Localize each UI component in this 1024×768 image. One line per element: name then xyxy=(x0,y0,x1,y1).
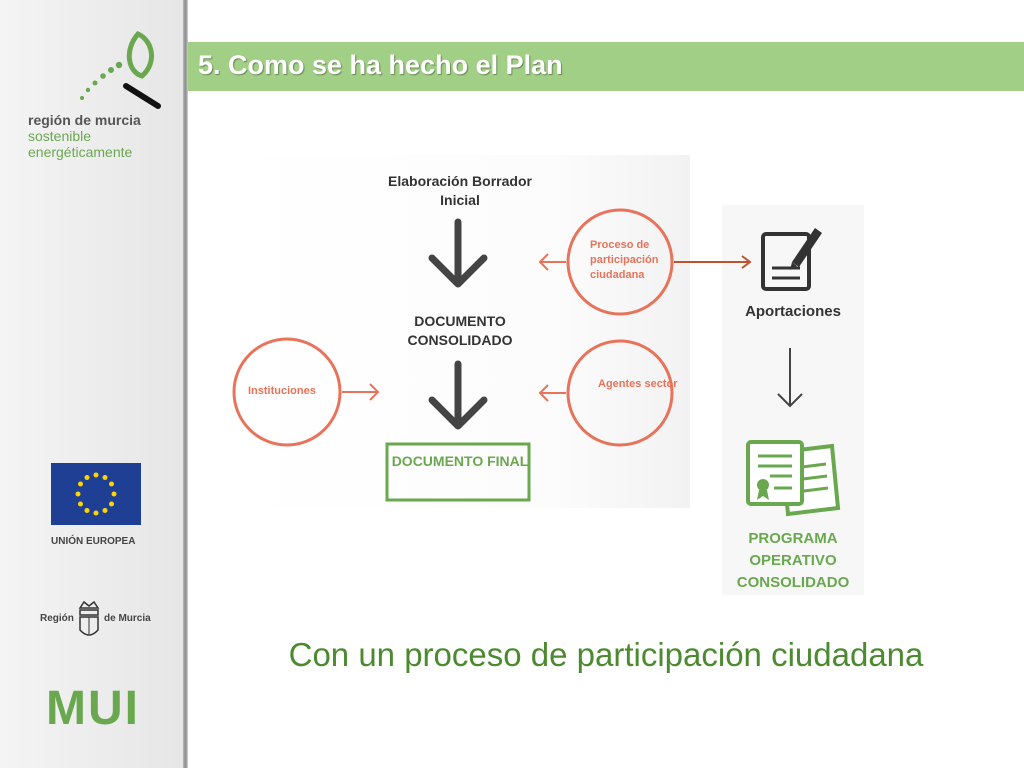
slide-subtitle: Con un proceso de participación ciudadan… xyxy=(288,636,924,673)
eu-label: UNIÓN EUROPEA xyxy=(51,536,136,547)
label-elaboracion: Elaboración Borrador Inicial xyxy=(388,173,532,208)
label-doc-final: DOCUMENTO FINAL xyxy=(391,453,529,469)
circle-proceso xyxy=(566,208,674,316)
certificates-icon xyxy=(746,440,841,517)
arrow-from-proceso xyxy=(538,253,566,271)
arrow-from-agentes xyxy=(538,384,566,402)
brand-line-3: energéticamente xyxy=(28,144,133,160)
label-proceso: Proceso de participación ciudadana xyxy=(590,239,659,281)
label-instituciones: Instituciones xyxy=(248,385,316,397)
brand-text: región de murcia sostenible energéticame… xyxy=(28,112,141,160)
brand-line-1: región de murcia xyxy=(28,112,141,128)
label-agentes: Agentes sector xyxy=(598,378,678,390)
eu-flag-icon xyxy=(51,463,141,525)
arrow-down-3 xyxy=(777,348,803,408)
box-doc-final xyxy=(385,442,531,502)
slide-title: 5. Como se ha hecho el Plan xyxy=(198,50,563,80)
arrow-to-aportaciones xyxy=(674,255,752,269)
title-bar xyxy=(188,42,1024,91)
crest-icon xyxy=(78,600,100,636)
sidebar-divider xyxy=(183,0,188,768)
brand-line-2: sostenible xyxy=(28,128,92,144)
label-aportaciones: Aportaciones xyxy=(745,303,841,320)
label-doc-consolidado: DOCUMENTO CONSOLIDADO xyxy=(407,313,513,348)
label-programa: PROGRAMA OPERATIVO CONSOLIDADO xyxy=(736,530,850,591)
document-pen-icon xyxy=(761,228,822,291)
arrow-from-instituciones xyxy=(342,383,380,401)
circle-agentes xyxy=(566,339,674,447)
region-label-left: Región xyxy=(40,613,74,624)
arrow-down-2 xyxy=(428,360,488,430)
outputs-panel xyxy=(722,205,864,595)
region-label-right: de Murcia xyxy=(104,613,151,624)
region-logo-icon xyxy=(80,30,161,109)
mui-logo: MUI xyxy=(46,682,140,735)
circle-instituciones xyxy=(232,337,342,447)
diagram-panel xyxy=(230,155,690,508)
sidebar xyxy=(0,0,183,768)
arrow-down-1 xyxy=(428,218,488,288)
